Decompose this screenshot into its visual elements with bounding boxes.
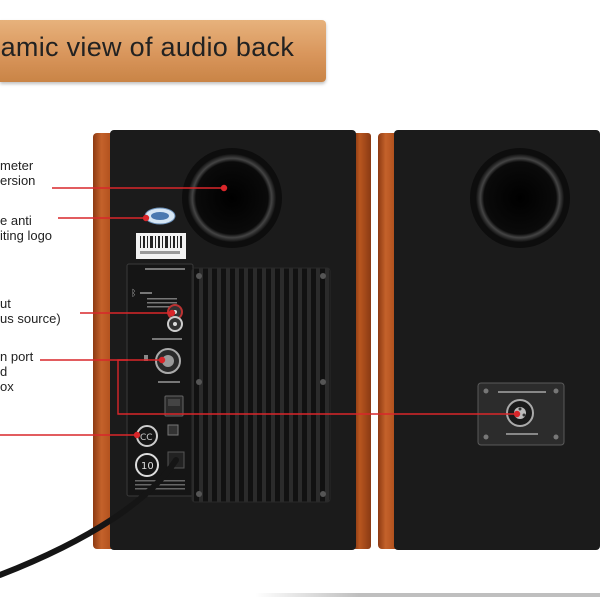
control-plate-text <box>140 268 185 383</box>
right-speaker <box>378 130 600 550</box>
recycle-mark <box>135 453 159 477</box>
leader-dot-connection <box>513 410 521 418</box>
callout-connection-port: n port d ox <box>0 349 34 394</box>
speaker-connection-port-core <box>162 355 174 367</box>
left-wood-side-right <box>352 133 371 549</box>
recycle-mark-glyph: 10 <box>141 461 154 472</box>
anti-counterfeit-logo-center <box>151 212 169 220</box>
power-cable <box>0 457 179 578</box>
heat-sink <box>191 267 331 503</box>
title-text: oramic view of audio back <box>0 32 295 62</box>
leader-dot-input <box>168 309 176 317</box>
leader-dot-port <box>158 356 166 364</box>
leader-lines <box>0 184 521 439</box>
leader-dot-cert <box>133 431 141 439</box>
callout-input: ut us source) <box>0 296 61 326</box>
leader-dot-meter <box>220 184 228 192</box>
right-plate-caption <box>506 433 538 435</box>
power-switch-rocker <box>168 399 180 406</box>
barcode <box>140 236 182 248</box>
barcode-caption <box>140 251 180 254</box>
heat-sink-screws <box>196 273 326 497</box>
certification-mark-glyph: CC <box>140 433 153 443</box>
right-plate-screws <box>483 388 559 440</box>
callout-anti-counterfeit: e anti iting logo <box>0 213 53 243</box>
right-plate-text <box>498 391 546 393</box>
callout-meter: meter ersion <box>0 158 36 188</box>
left-bass-port <box>188 154 276 242</box>
bluetooth-icon: ᛒ <box>131 288 136 299</box>
fuse-holder <box>167 424 179 436</box>
leader-line-connection <box>117 359 515 415</box>
rca-jack-white-pin <box>173 322 177 326</box>
title-banner: oramic view of audio back <box>0 20 326 82</box>
port-marker <box>144 355 148 361</box>
right-bass-port <box>476 154 564 242</box>
bottom-shadow <box>255 593 600 597</box>
left-speaker: ᛒ CC 10 <box>0 130 371 578</box>
leader-dot-logo <box>142 214 150 222</box>
